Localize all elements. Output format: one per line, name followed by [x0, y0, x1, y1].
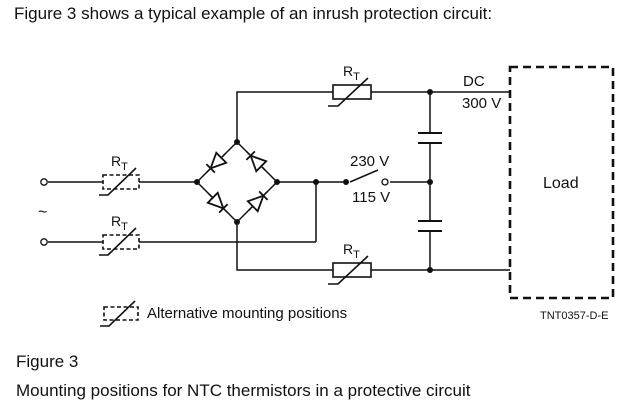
legend-text: Alternative mounting positions — [147, 305, 347, 322]
inrush-protection-circuit-diagram: ~ RT RT RT RT — [38, 63, 615, 327]
thermistor-label-alt-top: RT — [111, 153, 128, 173]
thermistor-alt-top — [99, 167, 140, 196]
thermistor-top — [328, 77, 372, 107]
figure-caption: Mounting positions for NTC thermistors i… — [16, 381, 471, 400]
load-label: Load — [543, 175, 579, 192]
bridge-rectifier — [200, 145, 274, 219]
thermistor-label-top: RT — [343, 63, 360, 83]
figure-code: TNT0357-D-E — [540, 310, 608, 322]
switch-label-high: 230 V — [350, 153, 389, 170]
ac-terminal-top — [40, 178, 48, 186]
dc-voltage-label: 300 V — [462, 95, 501, 112]
thermistor-label-alt-bottom: RT — [111, 213, 128, 233]
legend-thermistor-icon — [100, 300, 139, 327]
thermistor-alt-bottom — [99, 227, 140, 256]
capacitor-top — [418, 132, 442, 144]
voltage-switch — [349, 169, 379, 183]
dc-label: DC — [463, 73, 485, 90]
ac-symbol: ~ — [38, 204, 47, 221]
switch-contact — [381, 178, 389, 186]
ac-terminal-bottom — [40, 238, 48, 246]
circuit-wires — [48, 91, 510, 271]
thermistor-label-bottom: RT — [343, 241, 360, 261]
intro-text: Figure 3 shows a typical example of an i… — [14, 4, 493, 23]
capacitor-bottom — [418, 220, 442, 232]
load-box — [508, 65, 615, 300]
figure-label: Figure 3 — [16, 352, 79, 371]
switch-label-low: 115 V — [352, 189, 390, 206]
thermistor-bottom — [328, 255, 372, 285]
junction-dots — [194, 89, 433, 273]
